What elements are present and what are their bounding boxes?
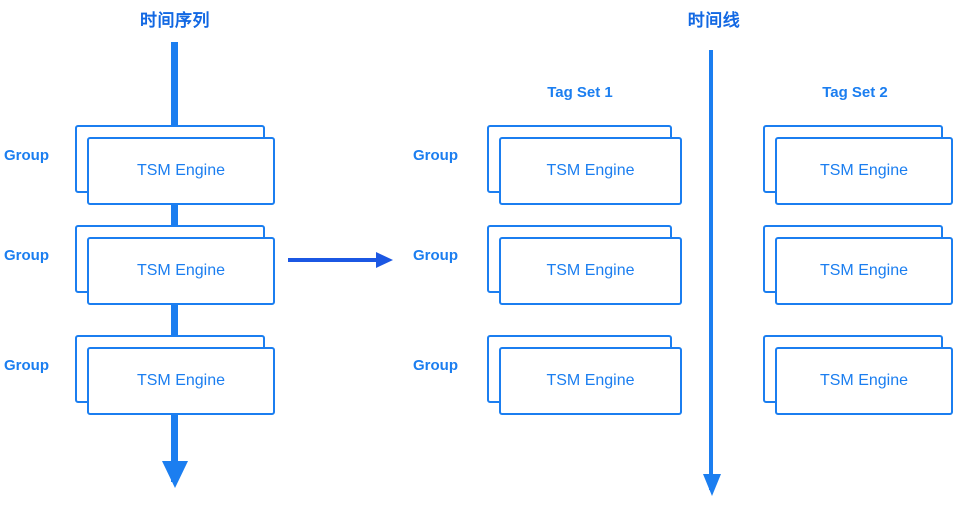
arrow-right-vertical-shaft	[709, 50, 713, 490]
card-stack-tagset1-3[interactable]: TSM Engine	[487, 335, 682, 415]
card-label: TSM Engine	[136, 162, 226, 179]
card-front-layer[interactable]: TSM Engine	[87, 237, 275, 305]
card-front-layer[interactable]: TSM Engine	[87, 137, 275, 205]
header-tag-set-1: Tag Set 1	[547, 84, 613, 101]
card-label: TSM Engine	[136, 262, 226, 279]
card-front-layer[interactable]: TSM Engine	[775, 347, 953, 415]
card-label: TSM Engine	[546, 372, 635, 389]
card-label: TSM Engine	[819, 372, 909, 389]
card-label: TSM Engine	[546, 262, 635, 279]
card-label: TSM Engine	[546, 162, 635, 179]
card-stack-tagset2-3[interactable]: TSM Engine	[763, 335, 953, 415]
card-front-layer[interactable]: TSM Engine	[499, 347, 682, 415]
row-label-mid-group-3: Group	[413, 357, 458, 374]
card-front-layer[interactable]: TSM Engine	[87, 347, 275, 415]
row-label-left-group-3: Group	[4, 357, 49, 374]
arrow-left-vertical-head	[162, 461, 188, 488]
card-front-layer[interactable]: TSM Engine	[775, 137, 953, 205]
arrow-transform-horizontal	[288, 252, 393, 268]
row-label-left-group-1: Group	[4, 147, 49, 164]
row-label-mid-group-1: Group	[413, 147, 458, 164]
row-label-left-group-2: Group	[4, 247, 49, 264]
card-stack-tagset2-1[interactable]: TSM Engine	[763, 125, 953, 205]
card-stack-left-3[interactable]: TSM Engine	[75, 335, 275, 415]
card-stack-tagset1-1[interactable]: TSM Engine	[487, 125, 682, 205]
card-stack-tagset2-2[interactable]: TSM Engine	[763, 225, 953, 305]
arrow-right-vertical-head	[703, 474, 721, 496]
card-label: TSM Engine	[819, 262, 909, 279]
card-stack-left-1[interactable]: TSM Engine	[75, 125, 275, 205]
header-tag-set-2: Tag Set 2	[822, 84, 888, 101]
row-label-mid-group-2: Group	[413, 247, 458, 264]
card-front-layer[interactable]: TSM Engine	[499, 237, 682, 305]
header-title-left: 时间序列	[140, 11, 210, 30]
card-stack-left-2[interactable]: TSM Engine	[75, 225, 275, 305]
card-stack-tagset1-2[interactable]: TSM Engine	[487, 225, 682, 305]
card-front-layer[interactable]: TSM Engine	[499, 137, 682, 205]
card-front-layer[interactable]: TSM Engine	[775, 237, 953, 305]
card-label: TSM Engine	[136, 372, 226, 389]
card-label: TSM Engine	[819, 162, 909, 179]
header-title-right: 时间线	[687, 11, 741, 30]
